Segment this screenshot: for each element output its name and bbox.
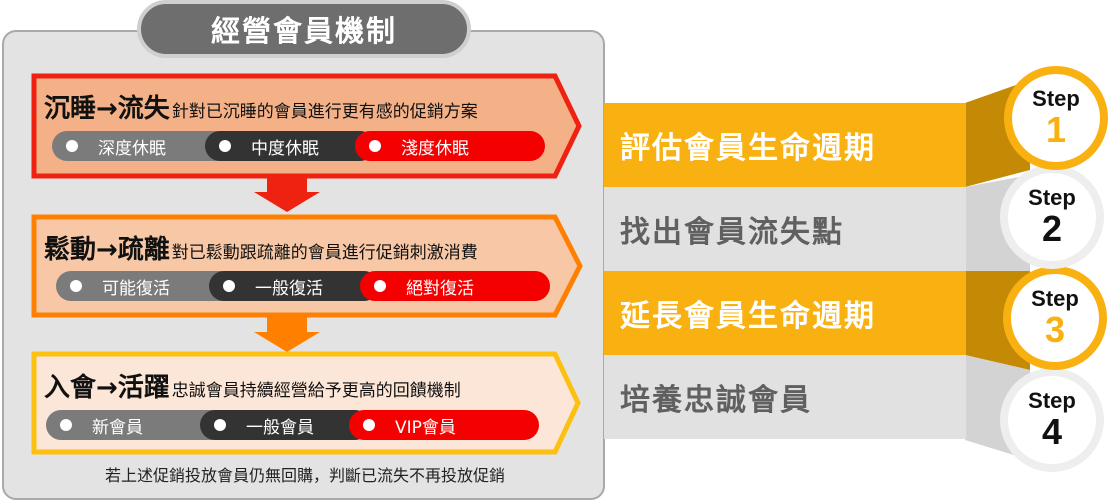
stage-3-header: 入會→活躍忠誠會員持續經營給予更高的回饋機制 [44,367,461,404]
option-label: 中度休眠 [251,138,319,159]
step-number: 1 [1045,109,1067,150]
step-2-band: 找出會員流失點 [604,187,966,271]
option-label: 淺度休眠 [401,138,469,159]
stage-heading: 入會→活躍 [44,373,170,403]
dot-icon [70,280,82,292]
option-label: VIP會員 [395,417,456,438]
dot-icon [60,419,72,431]
stage-1-header: 沉睡→流失針對已沉睡的會員進行更有感的促銷方案 [44,88,478,125]
option-pill: VIP會員 [349,410,539,440]
option-pill: 中度休眠 [205,131,375,161]
step-1-band: 評估會員生命週期 [604,103,966,187]
option-label: 新會員 [92,417,143,438]
option-label: 一般會員 [246,417,314,438]
step-number: 2 [1041,208,1063,249]
dot-icon [369,140,381,152]
step-number: 4 [1041,411,1063,452]
option-pill: 深度休眠 [52,131,232,161]
option-pill: 淺度休眠 [355,131,545,161]
step-word: Step [1028,388,1076,413]
down-arrow-2 [254,317,320,352]
step-word: Step [1032,86,1080,111]
stage-heading: 沉睡→流失 [44,94,170,124]
stage-desc: 針對已沉睡的會員進行更有感的促銷方案 [171,102,478,122]
stage-desc: 忠誠會員持續經營給予更高的回饋機制 [171,381,461,401]
option-label: 深度休眠 [98,138,166,159]
stage-2-header: 鬆動→疏離對已鬆動跟疏離的會員進行促銷刺激消費 [44,229,478,266]
dot-icon [219,140,231,152]
stage-desc: 對已鬆動跟疏離的會員進行促銷刺激消費 [171,243,478,263]
option-label: 一般復活 [255,278,323,299]
dot-icon [363,419,375,431]
option-label: 絕對復活 [406,278,474,299]
option-pill: 新會員 [46,410,226,440]
stage-heading: 鬆動→疏離 [44,235,170,265]
step-number: 3 [1044,309,1066,350]
dot-icon [66,140,78,152]
option-pill: 可能復活 [56,271,236,301]
dot-icon [214,419,226,431]
option-pill: 絕對復活 [360,271,550,301]
step-word: Step [1031,286,1079,311]
down-arrow-1 [254,178,320,212]
option-pill: 一般復活 [209,271,379,301]
dot-icon [223,280,235,292]
dot-icon [374,280,386,292]
footnote: 若上述促銷投放會員仍無回購，判斷已流失不再投放促銷 [104,466,505,485]
option-label: 可能復活 [102,278,170,299]
step-word: Step [1028,185,1076,210]
panel-title: 經營會員機制 [137,0,471,58]
option-pill: 一般會員 [200,410,370,440]
step-4-band: 培養忠誠會員 [604,355,966,439]
step-3-band: 延長會員生命週期 [604,271,966,355]
